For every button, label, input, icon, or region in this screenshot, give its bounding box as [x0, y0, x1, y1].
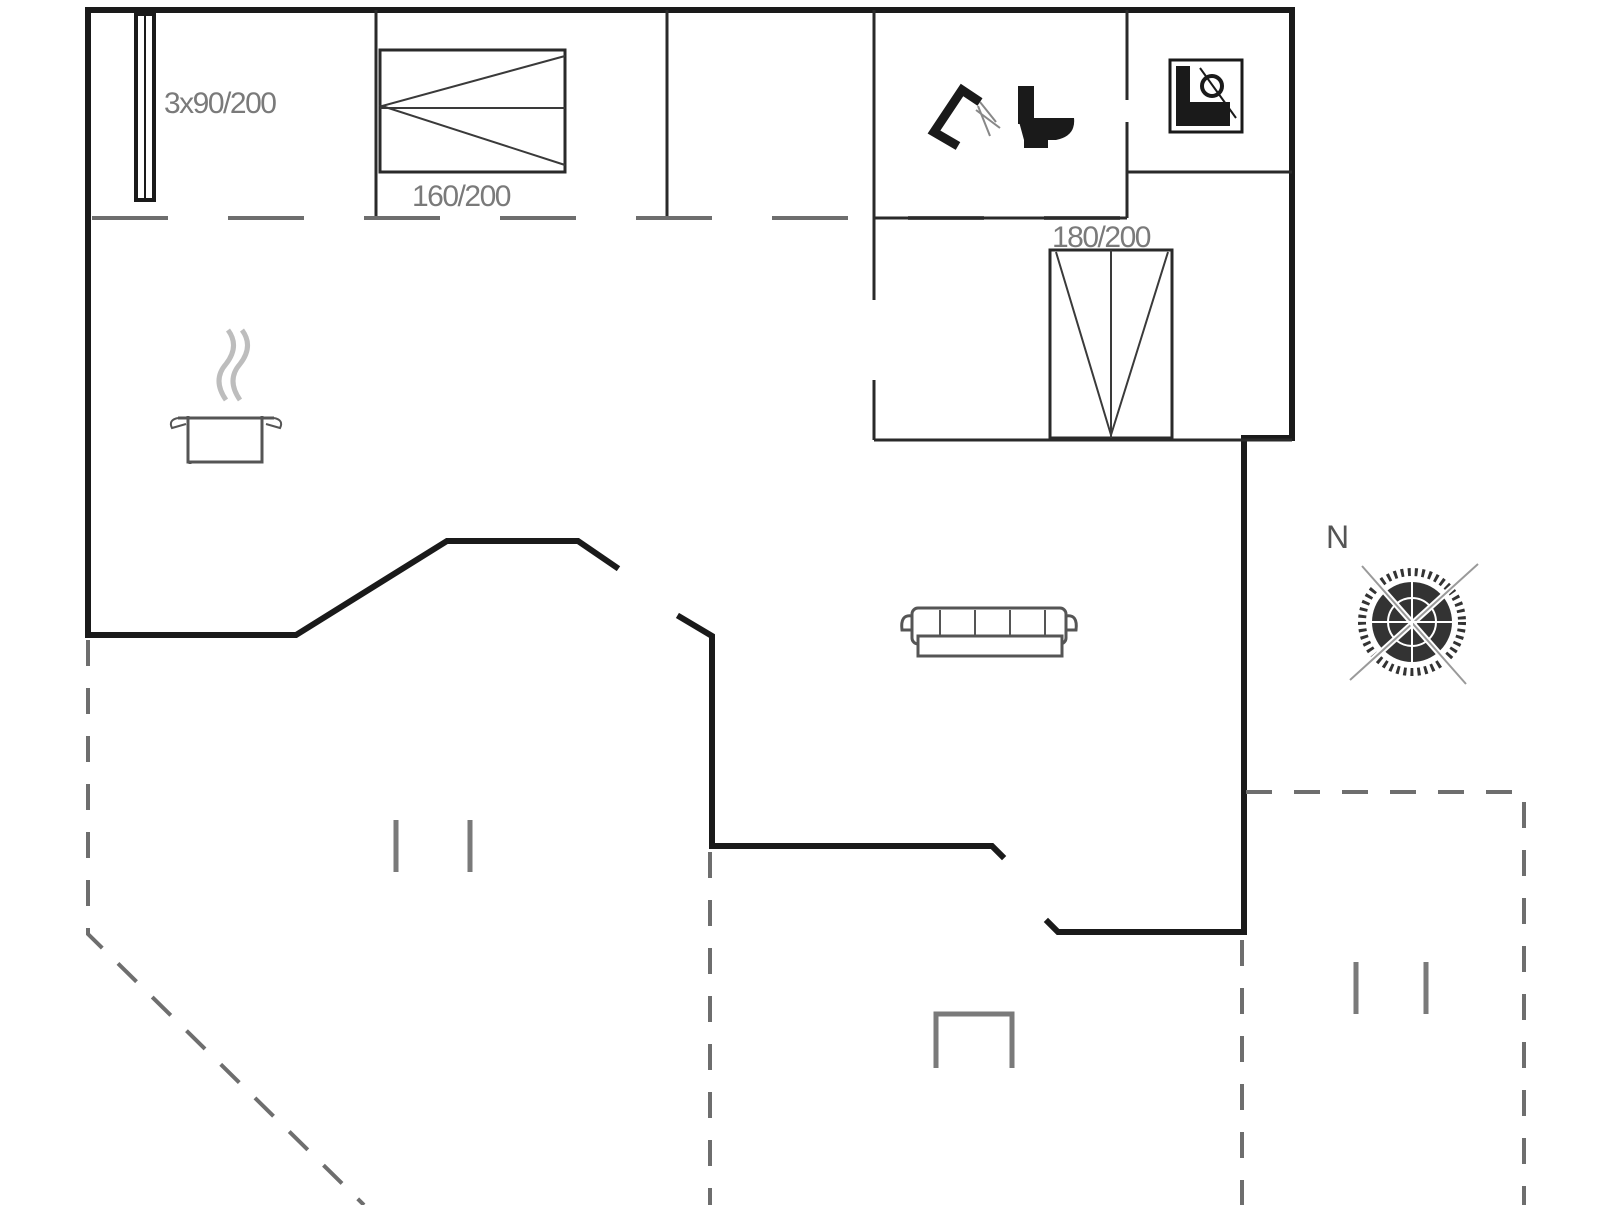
bed-double-1 — [378, 48, 567, 174]
exterior-walls — [85, 7, 1295, 935]
north-label: N — [1326, 519, 1349, 555]
bed-label-bedroom-1: 3x90/200 — [164, 87, 276, 120]
terrace-furniture — [393, 820, 1429, 1068]
shower-icon — [927, 83, 1001, 150]
interior-walls — [92, 10, 1292, 442]
washing-machine-icon — [1168, 58, 1244, 134]
compass-rose-icon — [1347, 561, 1481, 686]
bed-double-2 — [1048, 248, 1174, 440]
sofa-icon — [900, 606, 1078, 658]
bed-label-bedroom-2: 160/200 — [412, 180, 511, 213]
cooking-pot-icon — [169, 328, 283, 464]
bed-label-bedroom-3: 180/200 — [1052, 221, 1151, 254]
terrace-outlines — [86, 640, 1526, 1205]
toilet-icon — [1018, 86, 1075, 148]
